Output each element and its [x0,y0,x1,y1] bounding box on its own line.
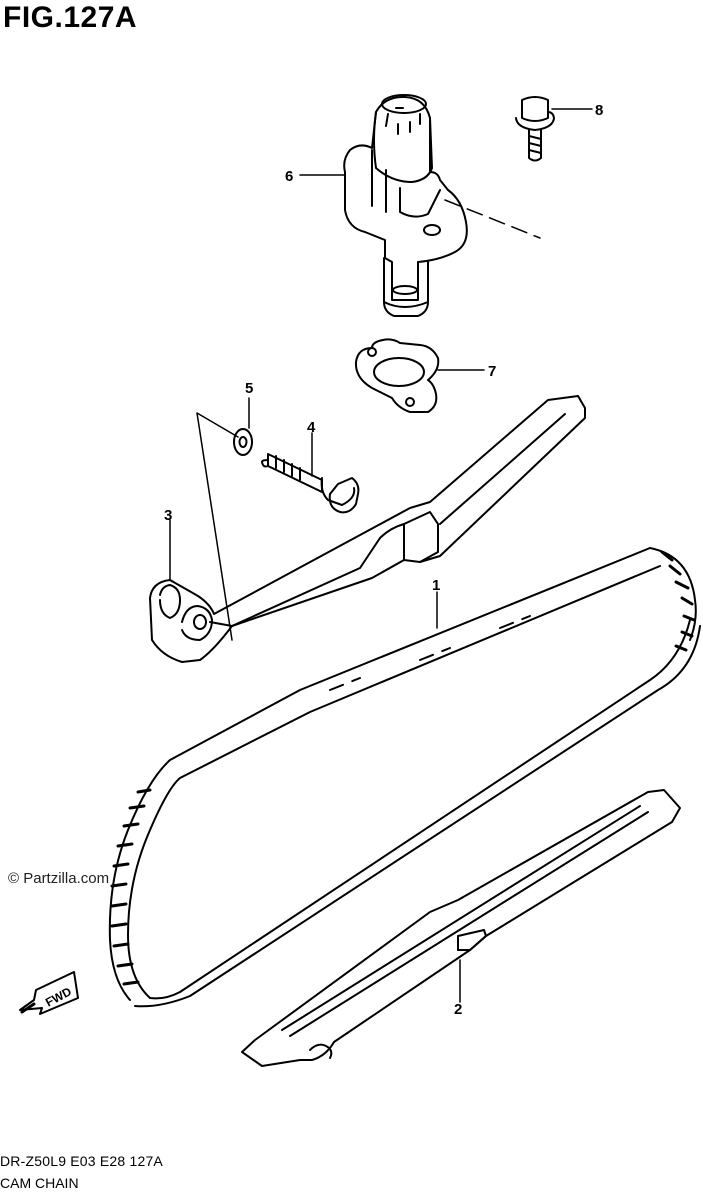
fwd-arrow-icon [19,971,79,1015]
callout-5: 5 [245,380,253,397]
figure-title: FIG.127A [3,1,138,34]
tensioner-gasket-part[interactable] [354,338,440,413]
tensioner-part[interactable] [343,94,468,317]
tensioner-bolt-part[interactable] [515,96,555,162]
callout-6: 6 [285,168,293,185]
leader-lines [169,108,593,1003]
guide-bolt-part[interactable] [261,453,360,514]
callout-1: 1 [432,577,440,594]
section-name: CAM CHAIN [0,1175,79,1191]
washer-part[interactable] [233,428,253,456]
callout-7: 7 [488,363,496,380]
cam-chain-part[interactable] [108,547,701,1008]
chain-guide-part[interactable] [241,789,681,1067]
callout-8: 8 [595,102,603,119]
callout-4: 4 [307,419,316,436]
model-code: DR-Z50L9 E03 E28 127A [0,1153,163,1169]
copyright-watermark: © Partzilla.com [8,870,110,887]
callout-2: 2 [454,1001,462,1018]
callout-3: 3 [164,507,172,524]
